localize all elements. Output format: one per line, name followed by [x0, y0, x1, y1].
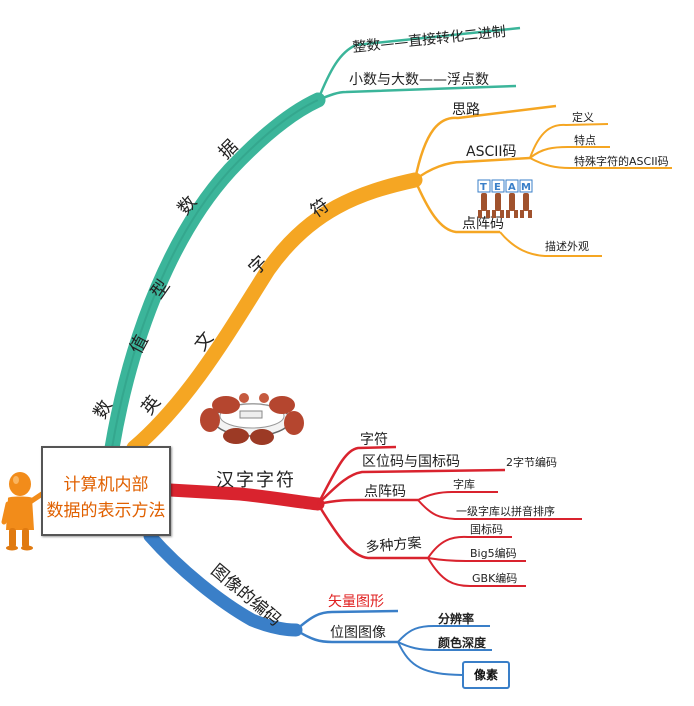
bitmap-child-pixel: 像素 — [462, 661, 510, 689]
hanzi-label: 汉字字符 — [216, 470, 296, 491]
text-trunk — [126, 172, 423, 456]
numeric-child-float: 小数与大数——浮点数 — [349, 72, 489, 88]
meeting-table-icon — [200, 393, 304, 445]
image-child-vector: 矢量图形 — [328, 594, 384, 610]
hanzi-child-dotmatrix: 点阵码 — [364, 484, 406, 500]
image-trunk — [143, 529, 303, 637]
team-letter: A — [508, 182, 516, 193]
scheme-gb: 国标码 — [470, 522, 503, 536]
ascii-child-feature: 特点 — [574, 133, 596, 147]
dotmatrix-child-font: 字库 — [453, 477, 475, 491]
text-dotmatrix: 点阵码 — [462, 216, 504, 232]
image-child-bitmap: 位图图像 — [330, 625, 386, 641]
center-topic-line-1: 计算机内部 — [63, 475, 149, 495]
dotmatrix-child-pinyin: 一级字库以拼音排序 — [456, 504, 555, 518]
center-topic-line-2: 数据的表示方法 — [46, 501, 166, 521]
presenter-figure-icon — [1, 472, 45, 551]
scheme-gbk: GBK编码 — [472, 571, 517, 585]
numeric-child-line-1 — [316, 26, 521, 101]
bitmap-child-depth: 颜色深度 — [438, 635, 487, 650]
quwei-child-2byte: 2字节编码 — [506, 455, 557, 469]
center-topic-board: 计算机内部 数据的表示方法 — [41, 446, 171, 536]
numeric-trunk — [104, 92, 326, 456]
text-idea: 思路 — [452, 102, 480, 118]
ascii-child-definition: 定义 — [572, 110, 594, 124]
bitmap-child-resolution: 分辨率 — [438, 611, 474, 626]
text-ascii: ASCII码 — [466, 144, 517, 160]
numeric-child-integer: 整数——直接转化二进制 — [352, 23, 507, 56]
team-figures-icon: T E A M — [477, 179, 533, 218]
numeric-child-line-2 — [317, 84, 517, 102]
team-letter: M — [521, 182, 531, 193]
ascii-child-special: 特殊字符的ASCII码 — [574, 154, 669, 168]
hanzi-trunk — [163, 483, 325, 511]
team-letter: E — [494, 182, 501, 193]
team-letter: T — [480, 182, 487, 193]
hanzi-child-char: 字符 — [360, 432, 388, 448]
scheme-big5: Big5编码 — [470, 546, 517, 560]
dotmatrix-child-appearance: 描述外观 — [545, 239, 589, 253]
hanzi-child-quwei: 区位码与国标码 — [362, 454, 460, 470]
hanzi-child-schemes: 多种方案 — [365, 534, 422, 556]
